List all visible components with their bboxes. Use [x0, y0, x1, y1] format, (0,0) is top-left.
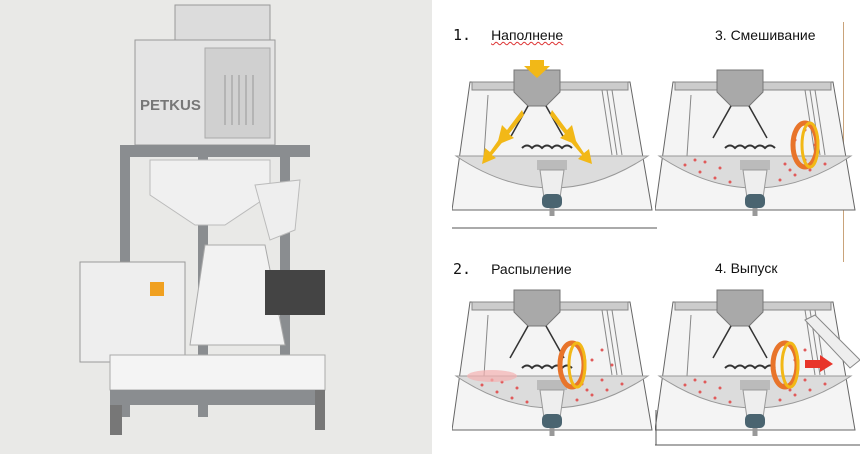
step-2-number: 2.	[453, 260, 472, 278]
diagram-mixing	[655, 60, 860, 235]
yellow-arrows	[482, 60, 592, 164]
step-2-label: 2. Распыление	[453, 260, 572, 278]
step-4-title: 4. Выпуск	[715, 260, 778, 276]
step-1-number: 1.	[453, 26, 472, 44]
step-2-title: Распыление	[491, 261, 572, 277]
diagram-discharge	[655, 280, 860, 446]
step-1-title: Наполнене	[491, 27, 564, 43]
machine-photo: PETKUS	[0, 0, 432, 454]
diagram-spraying	[452, 280, 657, 450]
svg-text:PETKUS: PETKUS	[140, 97, 201, 114]
petkus-machine-illustration: PETKUS	[79, 4, 326, 435]
step-3-title: 3. Смешивание	[715, 27, 816, 43]
step-1-label: 1. Наполнене	[453, 26, 563, 44]
diagram-filling	[452, 60, 657, 229]
